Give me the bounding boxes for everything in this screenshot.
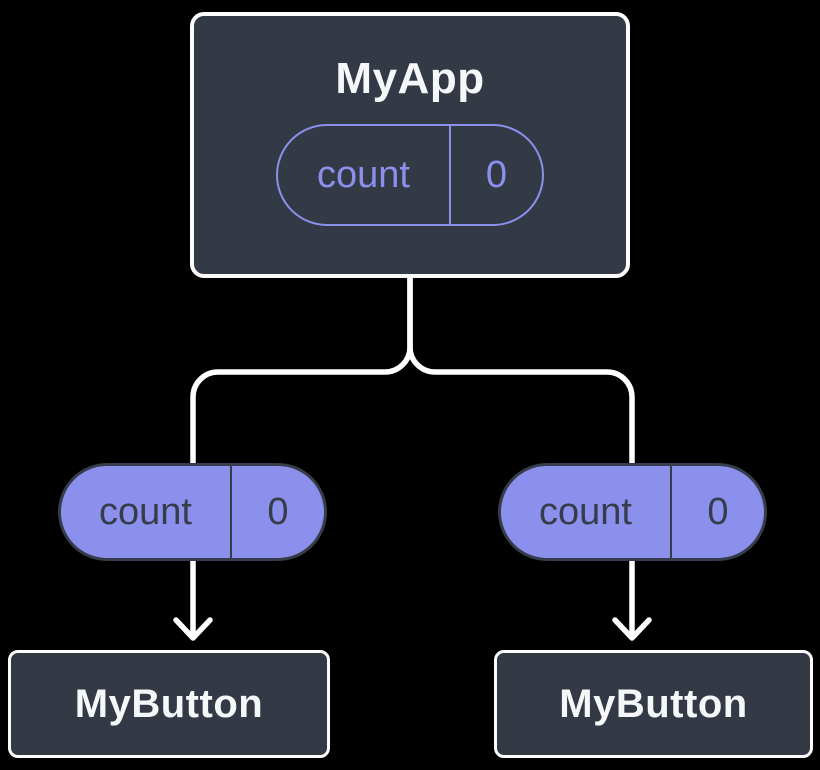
right-mybutton-title: MyButton <box>559 681 748 726</box>
right-mybutton-node: MyButton <box>494 650 813 758</box>
arrow-right-head-icon <box>612 617 652 641</box>
left-prop-pill: count 0 <box>58 463 327 561</box>
myapp-state-pill: count 0 <box>276 124 544 227</box>
right-prop-name: count <box>501 466 672 558</box>
edge-root-to-left-pill <box>190 273 413 468</box>
right-prop-value: 0 <box>707 490 729 533</box>
edge-root-to-right-pill <box>407 273 635 468</box>
state-name: count <box>278 126 451 225</box>
left-prop-name: count <box>61 466 232 558</box>
left-mybutton-node: MyButton <box>8 650 330 758</box>
myapp-title: MyApp <box>335 54 485 103</box>
right-prop-pill: count 0 <box>498 463 767 561</box>
arrow-left-head-icon <box>173 617 213 641</box>
myapp-node: MyApp count 0 <box>190 12 630 278</box>
left-prop-value: 0 <box>267 490 289 533</box>
state-value: 0 <box>485 153 508 196</box>
left-mybutton-title: MyButton <box>74 681 264 726</box>
